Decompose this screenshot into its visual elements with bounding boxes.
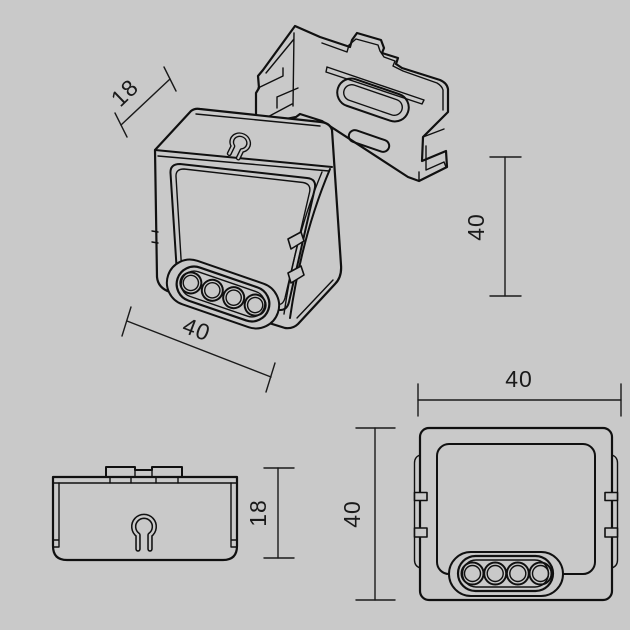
clip-tab-upper [287, 231, 305, 250]
bracket-small-slot [347, 129, 391, 153]
dimension-ticks [355, 427, 396, 601]
keyhole-icon-side [130, 513, 158, 552]
dim-label-front-height: 40 [339, 500, 365, 528]
dimension-line [120, 78, 171, 126]
dim-label-module-depth: 18 [106, 74, 144, 112]
dim-label-module-width: 40 [179, 312, 214, 346]
dim-front-width: 40 [417, 366, 622, 417]
keyhole-icon [226, 132, 252, 161]
dimension-ticks [417, 383, 622, 417]
side-inner-walls [52, 482, 238, 548]
front-right-wing [611, 454, 619, 569]
terminal-connector-iso [165, 258, 281, 330]
bracket-groove-lines [325, 66, 425, 105]
front-left-notch-1 [413, 491, 428, 502]
module-front-view [413, 426, 619, 602]
module-top-ridge-inner [157, 155, 330, 172]
bracket-large-slot [336, 77, 410, 123]
module-left-notches [151, 230, 159, 244]
module-top-ridge [154, 149, 333, 168]
dimension-ticks [114, 66, 177, 138]
dim-label-side-height: 18 [245, 499, 271, 527]
bracket-flange-lines [257, 32, 299, 121]
terminal-holes [460, 561, 553, 586]
dim-front-height: 40 [339, 427, 396, 601]
front-left-wing [413, 454, 421, 569]
front-right-notch-1 [604, 491, 619, 502]
clip-tab-lower [287, 265, 305, 284]
dim-bracket-height: 40 [463, 156, 522, 297]
module-side-view [51, 466, 239, 562]
dim-label-front-width: 40 [505, 366, 533, 392]
bracket-foot-lines [418, 128, 447, 182]
side-top-tabs [105, 466, 183, 478]
dim-module-depth: 18 [106, 66, 177, 138]
dimension-ticks [263, 467, 295, 559]
module-isometric-view [151, 107, 343, 330]
front-left-notch-2 [413, 527, 428, 538]
dimension-ticks [489, 156, 522, 297]
module-back-ridge [195, 113, 321, 127]
dim-label-bracket-height: 40 [463, 213, 489, 241]
module-right-ridge [289, 168, 331, 319]
dim-side-height: 18 [245, 467, 295, 559]
terminal-connector-front [448, 551, 564, 597]
module-bottom-band [296, 279, 334, 319]
dimension-line [126, 320, 272, 378]
terminal-holes [179, 271, 267, 317]
side-tab-ticks [109, 469, 179, 484]
front-right-notch-2 [604, 527, 619, 538]
bracket-rail-edge-line [321, 38, 444, 111]
dimension-ticks [121, 306, 276, 393]
